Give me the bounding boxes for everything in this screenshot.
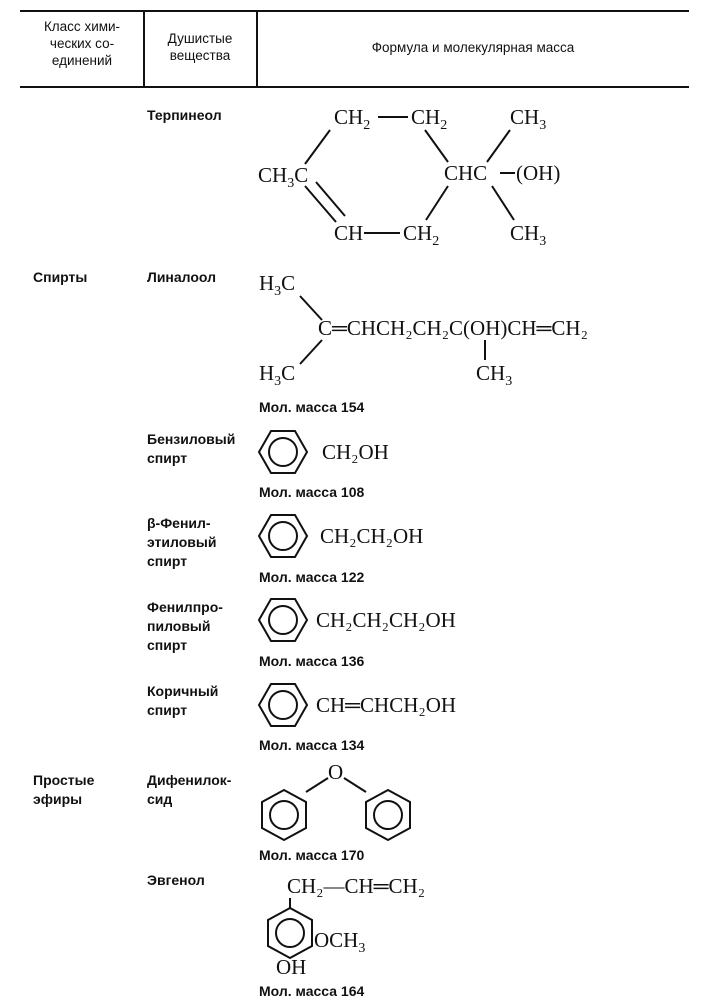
svg-text:CH3: CH3 (510, 221, 546, 249)
linalool-formula: H3C C═CHCH₂CH₂C(OH)CH═CH₂ H3C CH3 (259, 271, 588, 389)
substance-phenylpropyl-alcohol: Фенилпро- пиловый спирт (147, 599, 223, 653)
phenylpropyl-formula: CH₂CH₂CH₂OH (257, 598, 456, 642)
header-formula: Формула и молекулярная масса (371, 40, 575, 55)
header-substance: Душистые вещества (167, 31, 233, 63)
substance-phenylethyl-alcohol: β-Фенил- этиловый спирт (147, 515, 217, 569)
svg-text:(OH): (OH) (516, 161, 560, 185)
mass-phenylethyl: Мол. масса 122 (259, 569, 365, 585)
header-divider-1 (143, 10, 145, 88)
svg-text:CH3C: CH3C (258, 163, 308, 191)
substance-eugenol: Эвгенол (147, 872, 205, 888)
header-class: Класс хими- ческих со- единений (43, 19, 121, 68)
benzyl-formula: CH₂OH (257, 430, 389, 474)
svg-text:CH₂—CH═CH₂: CH₂—CH═CH₂ (287, 874, 425, 898)
class-alcohols: Спирты (33, 269, 88, 285)
mass-phenylpropyl: Мол. масса 136 (259, 653, 365, 669)
svg-text:CHC: CHC (444, 161, 487, 185)
svg-text:CH2: CH2 (334, 105, 370, 133)
eugenol-formula: CH₂—CH═CH₂ OCH3 OH (267, 874, 425, 979)
mass-diphenyl-oxide: Мол. масса 170 (259, 847, 365, 863)
cinnamyl-formula: CH═CHCH₂OH (257, 683, 456, 727)
substance-benzyl-alcohol: Бензиловый спирт (147, 431, 236, 466)
svg-text:CH3: CH3 (510, 105, 546, 133)
mass-eugenol: Мол. масса 164 (259, 983, 365, 999)
svg-text:C═CHCH₂CH₂C(OH)CH═CH₂: C═CHCH₂CH₂C(OH)CH═CH₂ (318, 316, 588, 340)
svg-text:OH: OH (276, 955, 306, 979)
substance-terpineol: Терпинеол (147, 107, 222, 123)
svg-text:CH2: CH2 (411, 105, 447, 133)
header-divider-2 (256, 10, 258, 88)
diphenyl-oxide-formula: O (261, 760, 411, 842)
svg-text:CH: CH (334, 221, 363, 245)
svg-text:CH3: CH3 (476, 361, 512, 389)
mass-benzyl: Мол. масса 108 (259, 484, 365, 500)
header-bottom-rule (20, 86, 689, 88)
mass-cinnamyl: Мол. масса 134 (259, 737, 365, 753)
svg-text:CH═CHCH₂OH: CH═CHCH₂OH (316, 693, 456, 717)
substance-linalool: Линалоол (147, 269, 217, 285)
svg-text:O: O (328, 760, 343, 784)
header-top-rule (20, 10, 689, 12)
svg-text:CH2: CH2 (403, 221, 439, 249)
class-ethers: Простые эфиры (33, 772, 95, 807)
svg-text:CH₂OH: CH₂OH (322, 440, 389, 464)
substance-diphenyl-oxide: Дифенилок- сид (147, 772, 232, 807)
svg-text:CH₂CH₂OH: CH₂CH₂OH (320, 524, 423, 548)
svg-text:CH₂CH₂CH₂OH: CH₂CH₂CH₂OH (316, 608, 456, 632)
phenylethyl-formula: CH₂CH₂OH (257, 514, 423, 558)
svg-text:H3C: H3C (259, 361, 295, 389)
terpineol-formula: CH2 CH2 CH3 CH3C CHC (OH) CH CH2 CH3 (258, 105, 560, 249)
svg-text:OCH3: OCH3 (314, 928, 365, 956)
substance-cinnamyl-alcohol: Коричный спирт (147, 683, 219, 718)
mass-linalool: Мол. масса 154 (259, 399, 365, 415)
svg-text:H3C: H3C (259, 271, 295, 299)
